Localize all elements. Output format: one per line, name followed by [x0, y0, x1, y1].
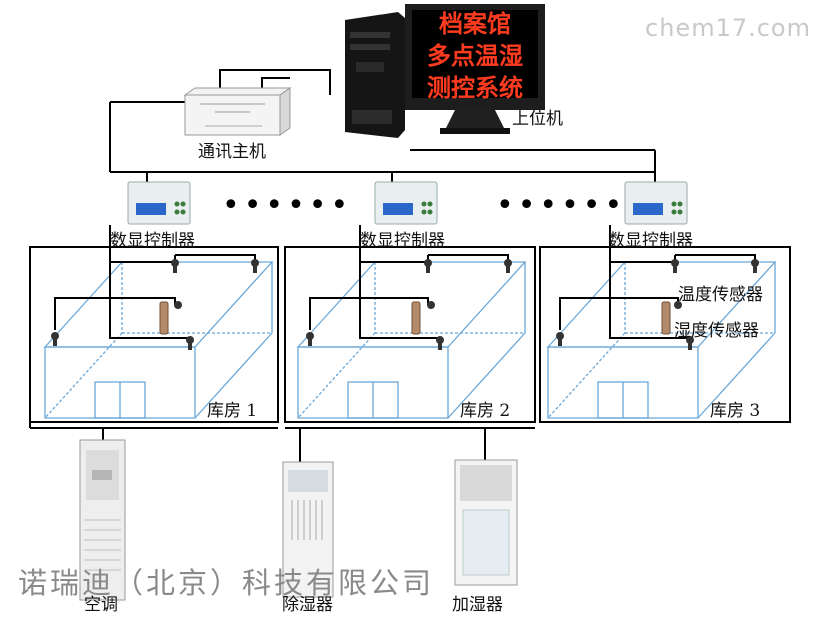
- ellipsis-1: ••••••: [222, 188, 353, 223]
- dehumidifier-label: 除湿器: [282, 595, 333, 615]
- humidifier-label: 加湿器: [452, 595, 503, 615]
- controller-2-label: 数显控制器: [360, 231, 445, 251]
- monitor-screen-text: 档案馆 多点温湿 测控系统: [412, 8, 538, 104]
- humidity-sensor-label: 湿度传感器: [674, 321, 759, 341]
- ellipsis-2: ••••••: [496, 188, 627, 223]
- controller-2-device: [374, 181, 438, 225]
- warehouse-2-label: 库房 2: [460, 401, 511, 421]
- monitor-line-3: 测控系统: [427, 74, 523, 102]
- warehouse-2-drawing: [296, 225, 527, 419]
- dehumidifier-device: [282, 461, 334, 598]
- host-computer: [345, 4, 545, 138]
- air-conditioner-label: 空调: [84, 595, 118, 615]
- host-computer-label: 上位机: [512, 109, 563, 129]
- controller-1-label: 数显控制器: [110, 231, 195, 251]
- comm-host-label: 通讯主机: [198, 142, 266, 162]
- warehouse-1-label: 库房 1: [207, 401, 258, 421]
- controller-3-device: [624, 181, 688, 225]
- controller-3-label: 数显控制器: [608, 231, 693, 251]
- monitor-line-2: 多点温湿: [427, 42, 523, 70]
- watermark: chem17.com: [645, 14, 811, 42]
- comm-host-device: [183, 87, 292, 136]
- controller-1-device: [127, 181, 191, 225]
- temperature-sensor-label: 温度传感器: [678, 285, 763, 305]
- humidifier-device: [454, 459, 518, 586]
- company-watermark: 诺瑞迪（北京）科技有限公司: [18, 566, 435, 600]
- network-wiring: [29, 69, 791, 462]
- warehouse-1-drawing: [43, 225, 274, 419]
- warehouse-3-label: 库房 3: [710, 401, 761, 421]
- warehouse-3-drawing: [546, 225, 777, 419]
- air-conditioner-device: [79, 439, 126, 601]
- monitor-line-1: 档案馆: [439, 10, 511, 38]
